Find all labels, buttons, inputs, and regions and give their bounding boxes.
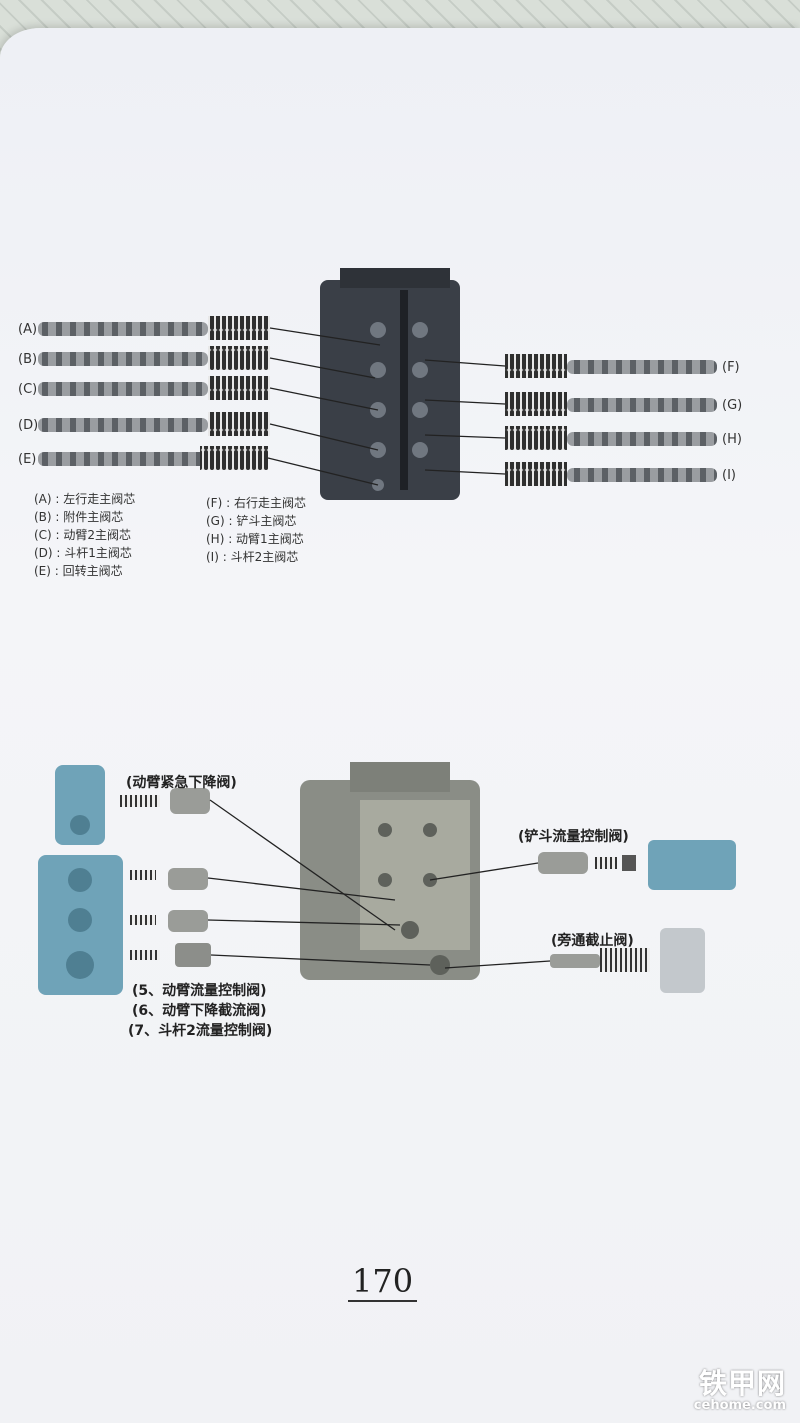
spool-letter-b: (B) [18, 352, 38, 367]
legend-item: (I) : 斗杆2主阀芯 [206, 550, 299, 564]
spool-letter-a: (A) [18, 322, 38, 337]
watermark-logo-text: 铁甲网 [698, 1367, 786, 1400]
legend-item: (D) : 斗杆1主阀芯 [34, 546, 132, 560]
callout-list-item: (5、动臂流量控制阀) [132, 983, 267, 999]
main-valve-exploded-diagram [38, 268, 717, 500]
spool-letter-c: (C) [18, 382, 38, 397]
leader-lines [267, 327, 506, 486]
legend-item: (A) : 左行走主阀芯 [34, 492, 136, 506]
main-valve-body [320, 268, 460, 500]
spool-letter-g: (G) [722, 398, 743, 413]
left-covers [38, 765, 123, 995]
auxiliary-valve-body [300, 762, 480, 980]
spool-letter-i: (I) [722, 468, 736, 483]
legend-item: (B) : 附件主阀芯 [34, 510, 124, 524]
callout-list-item: (7、斗杆2流量控制阀) [128, 1023, 273, 1039]
callout-boom-emergency-valve: (动臂紧急下降阀) [126, 775, 237, 791]
spool-letter-h: (H) [722, 432, 742, 447]
document-page [0, 28, 800, 1423]
legend-item: (E) : 回转主阀芯 [34, 564, 123, 578]
right-spools [505, 354, 717, 486]
left-small-parts [120, 788, 211, 967]
right-parts [538, 840, 736, 993]
callout-bucket-flow-valve: (铲斗流量控制阀) [518, 829, 629, 845]
auxiliary-valve-exploded-diagram [38, 762, 736, 995]
legend-item: (G) : 铲斗主阀芯 [206, 514, 297, 528]
callout-list-item: (6、动臂下降截流阀) [132, 1003, 267, 1019]
spool-letter-d: (D) [18, 418, 39, 433]
watermark-url: cehome.com [693, 1398, 786, 1413]
spool-letter-e: (E) [18, 452, 37, 467]
legend-item: (H) : 动臂1主阀芯 [206, 532, 304, 546]
callout-bypass-valve: (旁通截止阀) [551, 933, 634, 949]
left-spools [38, 316, 270, 470]
bottom-leader-lines [207, 799, 551, 969]
legend-item: (C) : 动臂2主阀芯 [34, 528, 132, 542]
page-number: 170 [348, 1262, 418, 1302]
legend-item: (F) : 右行走主阀芯 [206, 496, 306, 510]
site-watermark: 铁甲网 cehome.com [694, 1362, 786, 1413]
spool-letter-f: (F) [722, 360, 740, 375]
